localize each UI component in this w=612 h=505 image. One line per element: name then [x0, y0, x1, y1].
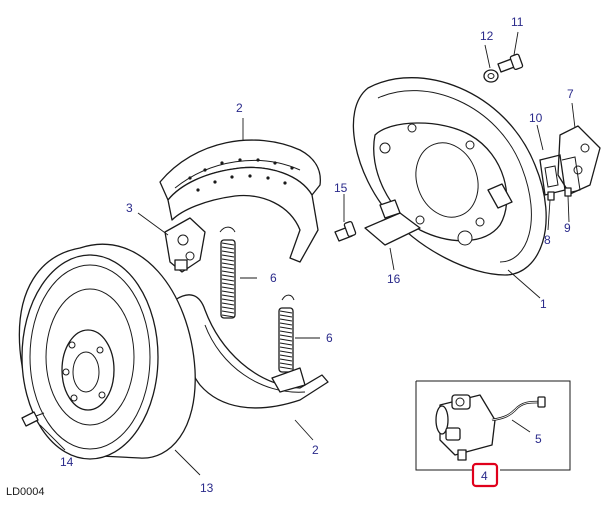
callout-6-lower: 6: [326, 331, 333, 345]
inset-box: [415, 380, 571, 471]
callout-1: 1: [540, 297, 547, 311]
wheel-cylinder[interactable]: [164, 217, 206, 273]
highlight-box: [471, 462, 499, 488]
return-spring-upper[interactable]: [219, 226, 236, 319]
callout-5: 5: [535, 432, 542, 446]
callout-3: 3: [126, 201, 133, 215]
diagram-code: LD0004: [6, 486, 45, 498]
anchor-bolt[interactable]: [334, 220, 357, 242]
callout-2-upper: 2: [236, 101, 243, 115]
drum-retaining-screw[interactable]: [21, 411, 45, 427]
callout-9: 9: [564, 221, 571, 235]
callout-11: 11: [511, 15, 524, 29]
callout-12: 12: [480, 29, 494, 43]
backing-plate-bolt[interactable]: [497, 53, 524, 73]
wheel-cylinder-assembly[interactable]: [435, 394, 496, 461]
return-spring-lower[interactable]: [278, 294, 295, 373]
callout-7: 7: [567, 87, 574, 101]
anchor-bracket[interactable]: [364, 199, 421, 246]
brake-shoe-upper[interactable]: [159, 139, 321, 263]
callout-8: 8: [544, 233, 551, 247]
callout-13: 13: [200, 481, 214, 495]
callout-14: 14: [60, 455, 74, 469]
callout-15: 15: [334, 181, 348, 195]
adjuster-plate[interactable]: [557, 125, 601, 195]
brake-shoe-upper-rivets: [188, 158, 294, 192]
callout-10: 10: [529, 111, 543, 125]
leader-lines: [39, 31, 576, 476]
brake-shoe-lower[interactable]: [174, 294, 329, 409]
backing-plate[interactable]: [352, 77, 547, 276]
brake-pipe[interactable]: [491, 396, 546, 422]
callout-4[interactable]: 4: [481, 469, 488, 483]
callout-6-upper: 6: [270, 271, 277, 285]
brake-drum[interactable]: [18, 243, 196, 460]
spring-washer[interactable]: [483, 69, 499, 83]
callout-2-lower: 2: [312, 443, 319, 457]
adjuster-pin-9[interactable]: [564, 187, 572, 197]
callout-16: 16: [387, 272, 401, 286]
adjuster-pin-8[interactable]: [547, 191, 555, 201]
